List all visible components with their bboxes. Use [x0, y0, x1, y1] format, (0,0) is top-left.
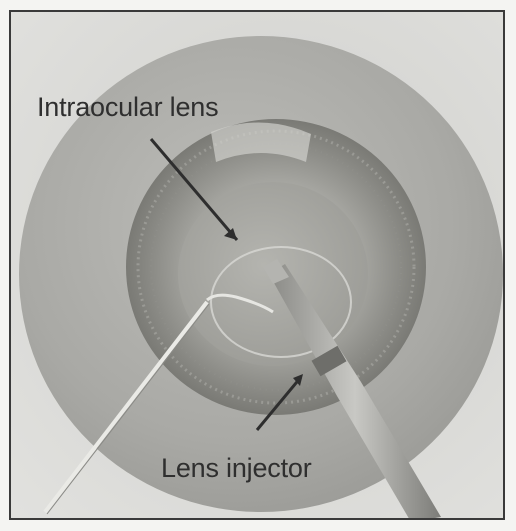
intraocular-lens-label: Intraocular lens	[37, 92, 218, 123]
lens-injector-label: Lens injector	[161, 453, 312, 484]
eye-surgery-figure: Intraocular lens Lens injector	[9, 10, 505, 520]
eye-photo	[11, 12, 505, 520]
